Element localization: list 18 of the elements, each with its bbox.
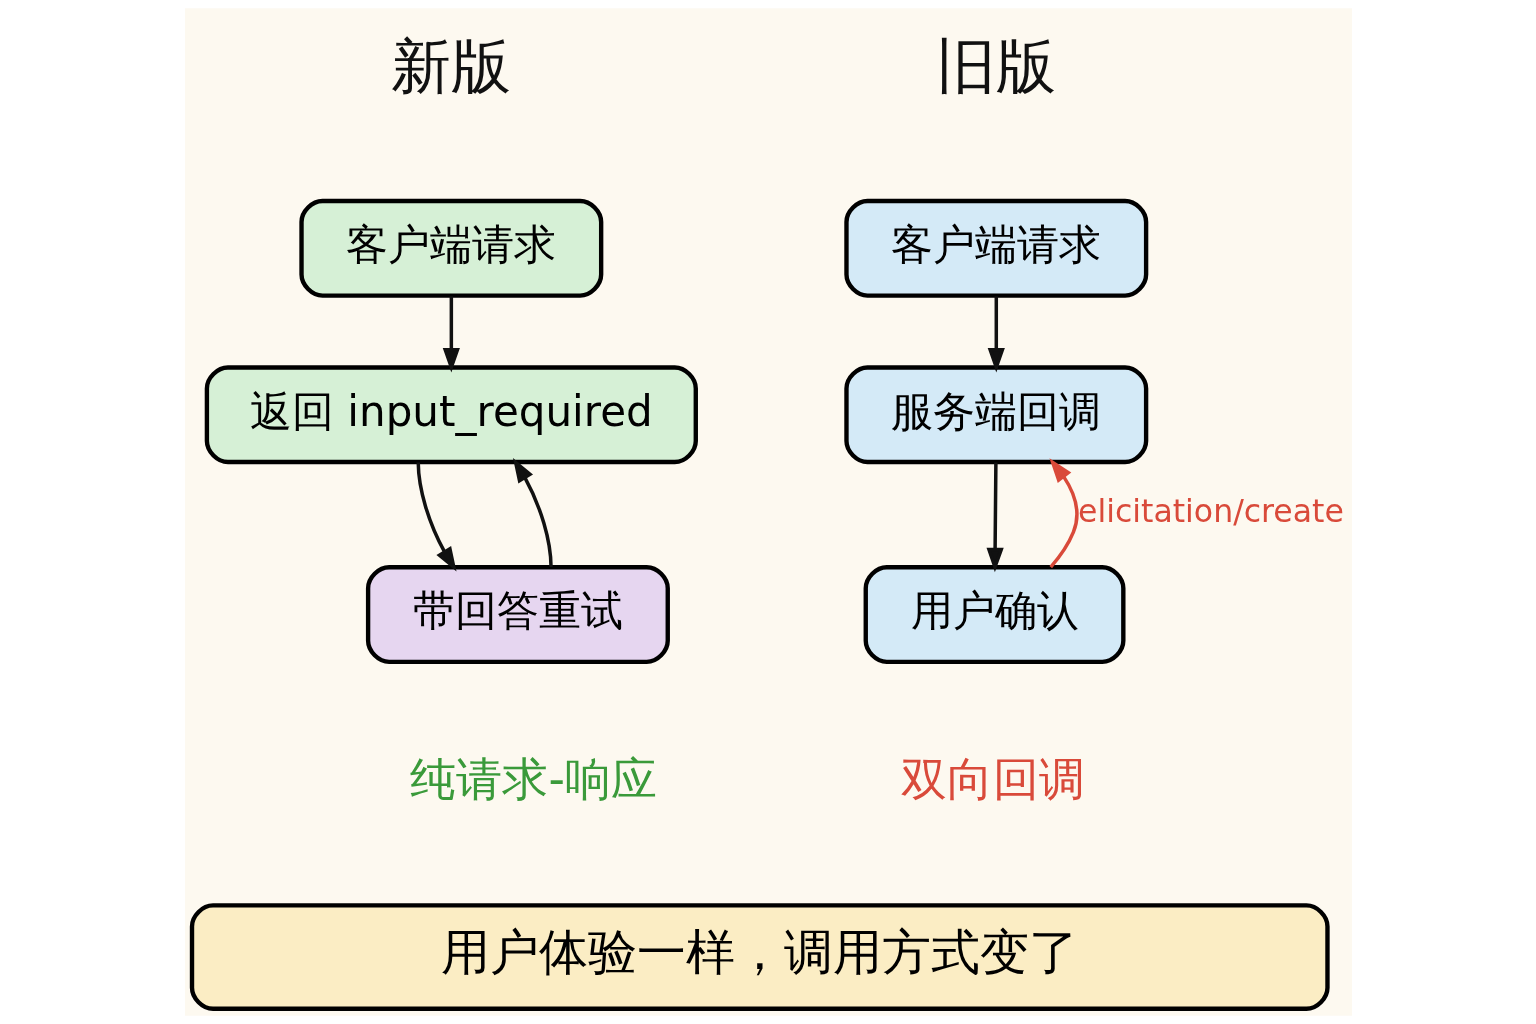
node-box: 用户体验一样，调用方式变了 <box>189 903 1330 1011</box>
arrow <box>512 458 553 568</box>
arrow <box>986 462 1004 573</box>
node-box: 返回 input_required <box>204 365 698 465</box>
node-box: 客户端请求 <box>843 198 1148 298</box>
label: 双向回调 <box>900 752 1085 806</box>
arrow <box>442 296 460 373</box>
arrow <box>415 462 457 572</box>
edge-label: elicitation/create <box>1077 493 1344 530</box>
node-box: 带回答重试 <box>365 565 670 664</box>
label: 新版 <box>390 32 511 102</box>
arrow <box>987 296 1005 373</box>
label: 纯请求-响应 <box>409 752 657 806</box>
node-box: 服务端回调 <box>843 365 1148 465</box>
arrow <box>1048 458 1079 569</box>
label: 旧版 <box>935 32 1056 102</box>
node-box: 用户确认 <box>863 565 1125 664</box>
node-box: 客户端请求 <box>298 198 603 298</box>
